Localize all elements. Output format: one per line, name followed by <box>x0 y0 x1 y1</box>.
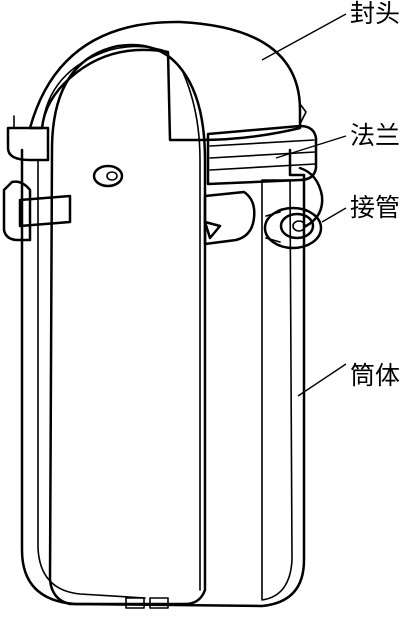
callout-labels: 封头 法兰 接管 筒体 <box>350 0 400 390</box>
side-nozzle <box>263 166 324 250</box>
vessel-flange <box>6 103 318 186</box>
vessel-core <box>48 43 207 606</box>
leader-lines <box>261 13 347 397</box>
label-shell: 筒体 <box>350 361 400 390</box>
left-lug <box>2 180 72 242</box>
label-head: 封头 <box>350 0 400 28</box>
bottom-lugs <box>125 597 169 609</box>
label-nozzle: 接管 <box>350 193 400 222</box>
leader-flange <box>275 135 347 159</box>
leader-nozzle <box>321 207 347 223</box>
leader-shell <box>297 363 347 397</box>
vessel-shell <box>20 148 306 608</box>
inner-bracket <box>203 190 256 246</box>
leader-head <box>261 13 347 61</box>
label-flange: 法兰 <box>350 121 400 150</box>
vessel-head <box>28 20 302 142</box>
